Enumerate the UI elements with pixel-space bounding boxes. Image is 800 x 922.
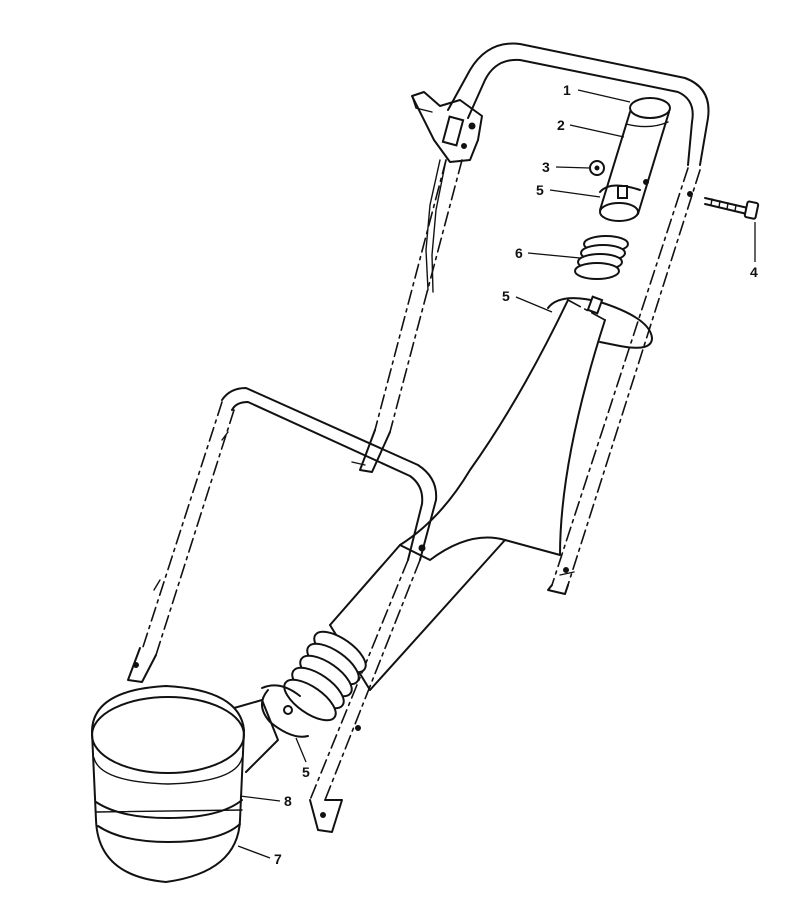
callout-8: 8 [284, 793, 292, 809]
lower-bellows [261, 624, 371, 738]
callout-2: 2 [557, 117, 565, 133]
callout-4: 4 [750, 264, 758, 280]
callout-5-upper: 5 [536, 182, 544, 198]
callout-6: 6 [515, 245, 523, 261]
upper-chute-tube [574, 97, 671, 280]
upper-handle [351, 42, 710, 595]
bellows-sleeve [574, 235, 629, 280]
callout-7: 7 [274, 851, 282, 867]
throttle-control [411, 91, 483, 293]
leader-lines [237, 89, 756, 859]
callout-5-lower: 5 [302, 764, 310, 780]
bolt [704, 197, 760, 220]
callout-5-middle: 5 [502, 288, 510, 304]
discharge-chute [329, 295, 653, 691]
grass-bag [90, 684, 279, 884]
callout-1: 1 [563, 82, 571, 98]
callout-3: 3 [542, 159, 550, 175]
